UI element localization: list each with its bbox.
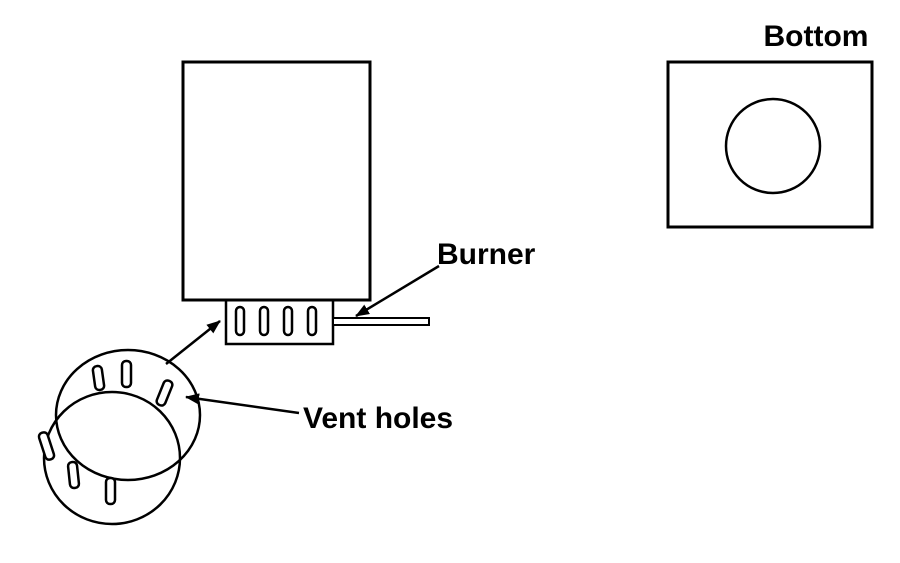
burner-label: Burner bbox=[437, 238, 536, 271]
bottom-view-label: Bottom bbox=[764, 20, 869, 53]
burner-slot bbox=[306, 305, 318, 337]
cylinder-top-ellipse bbox=[54, 348, 202, 482]
burner-slot bbox=[234, 305, 246, 337]
tank-body-outline bbox=[181, 60, 372, 302]
bottom-view-rect bbox=[666, 60, 874, 229]
burner-slot bbox=[258, 305, 270, 337]
burner-pointer-arrow bbox=[355, 264, 440, 318]
vent-slot bbox=[66, 460, 81, 490]
vent-slot bbox=[37, 431, 56, 461]
vent-slot bbox=[120, 359, 133, 389]
vent-slot bbox=[91, 364, 106, 392]
cylinder-bottom-ellipse bbox=[42, 390, 182, 526]
vent-holes-pointer-arrow bbox=[185, 393, 300, 415]
fuel-tube bbox=[332, 317, 430, 326]
bottom-view-circle bbox=[724, 97, 822, 195]
cylinder-to-burner-arrow bbox=[165, 320, 221, 365]
vent-holes-label: Vent holes bbox=[303, 402, 453, 435]
vent-slot bbox=[155, 379, 174, 407]
vent-slot bbox=[104, 476, 117, 506]
burner-slot bbox=[282, 305, 294, 337]
